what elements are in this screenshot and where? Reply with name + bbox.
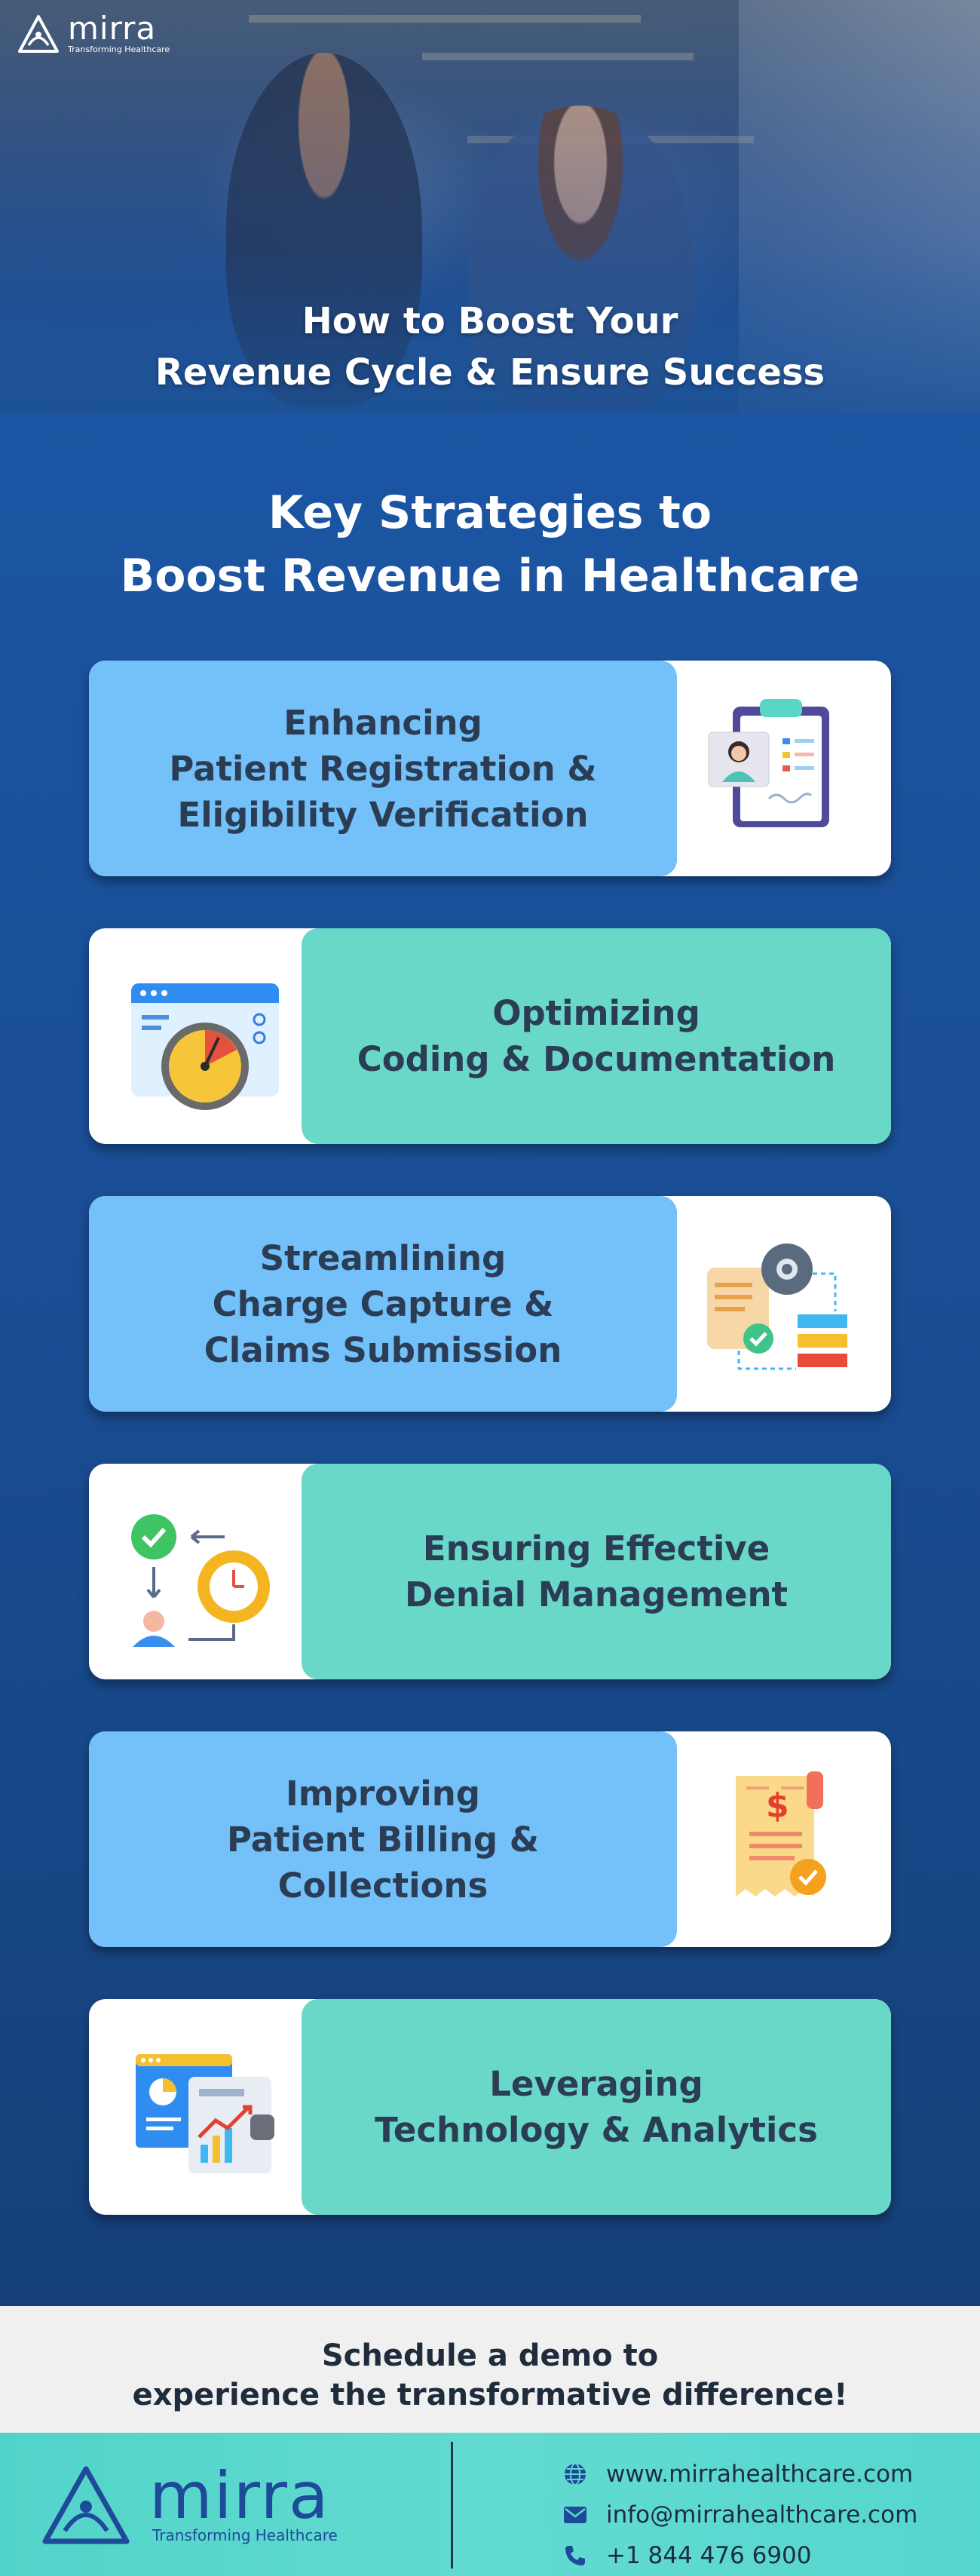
contact-list: www.mirrahealthcare.com info@mirrahealth… [562, 2454, 917, 2576]
strategy-line: Collections [277, 1865, 488, 1906]
globe-icon [565, 2463, 586, 2486]
footer: mirra Transforming Healthcare www.mirrah… [0, 2433, 980, 2576]
browser-gauge-icon [131, 983, 279, 1110]
footer-brand-tagline: Transforming Healthcare [152, 2526, 338, 2544]
strategy-line: Patient Billing & [227, 1819, 539, 1860]
strategy-panel: Enhancing Patient Registration & Eligibi… [89, 661, 677, 876]
section-title: Key Strategies to Boost Revenue in Healt… [0, 481, 980, 608]
brand-tagline: Transforming Healthcare [68, 44, 170, 54]
strategy-panel: Improving Patient Billing & Collections [89, 1731, 677, 1947]
strategy-line: Coding & Documentation [357, 1039, 836, 1079]
contact-email[interactable]: info@mirrahealthcare.com [562, 2495, 917, 2535]
strategy-line: Streamlining [259, 1237, 507, 1278]
phone-icon [565, 2546, 585, 2566]
envelope-icon [564, 2507, 586, 2523]
clipboard-profile-icon [708, 699, 829, 827]
svg-text:$: $ [766, 1786, 789, 1825]
website-text: www.mirrahealthcare.com [606, 2461, 914, 2488]
strategy-card-analytics: Leveraging Technology & Analytics [89, 1999, 891, 2215]
header-logo[interactable]: mirra Transforming Healthcare [15, 12, 170, 56]
strategy-card-coding: Optimizing Coding & Documentation [89, 928, 891, 1144]
strategy-panel: Streamlining Charge Capture & Claims Sub… [89, 1196, 677, 1412]
mirra-logo-icon [18, 15, 59, 53]
strategy-line: Patient Registration & [169, 748, 597, 789]
strategy-line: Ensuring Effective [422, 1529, 770, 1569]
strategy-card-claims: Streamlining Charge Capture & Claims Sub… [89, 1196, 891, 1412]
section-title-line2: Boost Revenue in Healthcare [120, 550, 860, 603]
strategy-line: Charge Capture & [212, 1283, 554, 1324]
strategy-line: Denial Management [404, 1575, 789, 1615]
strategy-line: Claims Submission [204, 1329, 562, 1370]
footer-logo[interactable]: mirra Transforming Healthcare [39, 2463, 338, 2547]
strategy-panel: Ensuring Effective Denial Management [302, 1464, 891, 1679]
hero-title-line2: Revenue Cycle & Ensure Success [155, 351, 825, 394]
footer-divider [451, 2442, 453, 2568]
strategy-line: Eligibility Verification [177, 794, 589, 835]
email-text: info@mirrahealthcare.com [606, 2501, 918, 2528]
analytics-dashboard-icon [136, 2054, 274, 2173]
strategy-line: Optimizing [492, 993, 700, 1033]
mirra-logo-icon [42, 2466, 130, 2544]
strategy-line: Enhancing [283, 702, 482, 743]
brand-name: mirra [68, 9, 157, 47]
strategy-panel: Optimizing Coding & Documentation [302, 928, 891, 1144]
strategy-line: Leveraging [489, 2064, 703, 2104]
strategy-line: Technology & Analytics [375, 2110, 818, 2150]
hero-overlay [0, 0, 980, 413]
contact-website[interactable]: www.mirrahealthcare.com [562, 2454, 917, 2495]
footer-brand-name: mirra [149, 2458, 330, 2534]
strategy-panel: Leveraging Technology & Analytics [302, 1999, 891, 2215]
strategy-card-billing: Improving Patient Billing & Collections … [89, 1731, 891, 1947]
strategy-card-denial: Ensuring Effective Denial Management [89, 1464, 891, 1679]
cta-line2: experience the transformative difference… [132, 2378, 848, 2412]
strategy-card-registration: Enhancing Patient Registration & Eligibi… [89, 661, 891, 876]
contact-phone[interactable]: +1 844 476 6900 [562, 2535, 917, 2576]
hero-banner: mirra Transforming Healthcare How to Boo… [0, 0, 980, 413]
hero-title-line1: How to Boost Your [302, 300, 678, 342]
strategy-line: Improving [286, 1773, 480, 1814]
phone-text: +1 844 476 6900 [606, 2542, 812, 2569]
process-cycle-icon [131, 1514, 270, 1647]
strategies-section: Key Strategies to Boost Revenue in Healt… [0, 413, 980, 2306]
hero-title: How to Boost Your Revenue Cycle & Ensure… [0, 296, 980, 398]
cta-banner: Schedule a demo to experience the transf… [0, 2306, 980, 2433]
workflow-gear-icon [707, 1244, 847, 1370]
cta-line1: Schedule a demo to [321, 2338, 659, 2373]
invoice-receipt-icon: $ [736, 1771, 826, 1897]
section-title-line1: Key Strategies to [268, 486, 712, 539]
